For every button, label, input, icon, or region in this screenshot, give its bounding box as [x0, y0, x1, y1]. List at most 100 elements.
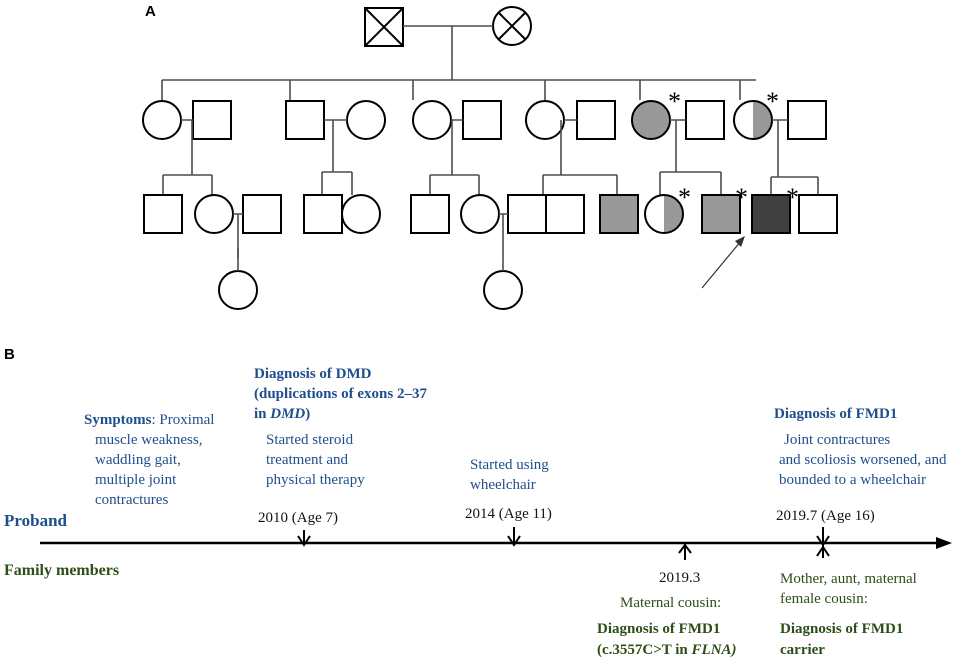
gen3-male: [143, 194, 183, 234]
gen2-male: [685, 100, 725, 140]
couple-6-line: [772, 119, 788, 155]
panel-b-label: B: [4, 346, 15, 363]
gen2-male: [787, 100, 827, 140]
row-label-proband: Proband: [4, 511, 68, 530]
asterisk: *: [786, 183, 799, 212]
asterisk: *: [668, 87, 681, 116]
cousin-line: Maternal cousin:: [620, 595, 721, 611]
gen3-carrier-female-cousin: [644, 194, 684, 234]
fmd-title: Diagnosis of FMD1: [774, 406, 897, 422]
timeline: Proband Family members Symptoms: Proxima…: [4, 366, 952, 658]
family-dx-line: carrier: [780, 642, 825, 658]
cousin-block: 2019.3 Maternal cousin: Diagnosis of FMD…: [597, 570, 737, 658]
panel-a-label: A: [145, 3, 156, 20]
wheelchair-block: Started using wheelchair 2014 (Age 11): [465, 457, 552, 522]
couple-1-line: [181, 119, 193, 150]
gen2-male: [462, 100, 502, 140]
couple-8-line: [499, 213, 508, 255]
gen1-marriage-line: [403, 25, 493, 62]
gen3-affected-male-cousin: [701, 194, 741, 234]
gen2-female: [412, 100, 452, 140]
wheelchair-line: Started using: [470, 457, 549, 473]
date-2014: 2014 (Age 11): [465, 506, 552, 522]
sibship-1: [162, 150, 213, 195]
sibship-5: [659, 155, 722, 195]
couple-2-line: [324, 119, 347, 150]
family-line: female cousin:: [780, 591, 868, 607]
dmd-paren: ): [305, 406, 310, 422]
proband-symbol: [751, 194, 791, 234]
tick-2019-7: [816, 527, 830, 558]
gen2-carrier-female-mother: [631, 100, 671, 140]
couple-4-line: [560, 119, 577, 150]
gen3-male: [507, 194, 547, 234]
family-block: Mother, aunt, maternal female cousin: Di…: [780, 571, 917, 658]
svg-text:(c.3557C>T in FLNA): (c.3557C>T in FLNA): [597, 642, 737, 658]
asterisk: *: [735, 183, 748, 212]
fmd-line: bounded to a wheelchair: [779, 472, 926, 488]
pedigree: * *: [142, 6, 838, 310]
gen2-male: [576, 100, 616, 140]
deceased-mark: [497, 11, 527, 41]
asterisk: *: [678, 183, 691, 212]
gen3-female: [194, 194, 234, 234]
tick-2010: [297, 530, 311, 547]
asterisk: *: [766, 87, 779, 116]
gen3-female: [460, 194, 500, 234]
fmd-line: and scoliosis worsened, and: [779, 452, 947, 468]
sibship-6: [770, 155, 819, 195]
fmd-line: Joint contractures: [784, 432, 890, 448]
gen3-male: [242, 194, 282, 234]
gen2-sibship-line: [161, 79, 756, 100]
gen2-male: [192, 100, 232, 140]
dmd-title-line: in: [254, 406, 270, 422]
steroid-line: treatment and: [266, 452, 349, 468]
gen3-male: [545, 194, 585, 234]
symptoms-line: muscle weakness,: [95, 432, 202, 448]
dmd-gene: DMD: [269, 406, 305, 422]
tick-2014: [507, 527, 521, 547]
dmd-title-line: Diagnosis of DMD: [254, 366, 372, 382]
gen2-carrier-female-aunt: [733, 100, 773, 140]
sibship-4: [542, 150, 618, 195]
date-2019-3: 2019.3: [659, 570, 700, 586]
gen2-male: [285, 100, 325, 140]
wheelchair-line: wheelchair: [470, 477, 536, 493]
fmd-diagnosis-block: Diagnosis of FMD1 Joint contractures and…: [774, 406, 947, 524]
symptoms-title: Symptoms: [84, 412, 152, 428]
gen2-female: [142, 100, 182, 140]
sibship-2: [321, 150, 353, 195]
gen3-affected-male: [599, 194, 639, 234]
proband-arrow: [701, 236, 745, 289]
symptoms-line: multiple joint: [95, 472, 177, 488]
date-2019-7: 2019.7 (Age 16): [776, 508, 875, 524]
sibship-3: [429, 150, 480, 195]
gen2-female: [525, 100, 565, 140]
symptoms-line: : Proximal: [152, 412, 215, 428]
tick-2019-3: [678, 543, 692, 560]
gen4-female: [218, 270, 258, 310]
cousin-dx-line: Diagnosis of FMD1: [597, 621, 720, 637]
symptoms-line: waddling gait,: [95, 452, 181, 468]
family-dx-line: Diagnosis of FMD1: [780, 621, 903, 637]
symptoms-line: contractures: [95, 492, 168, 508]
dmd-diagnosis-block: Diagnosis of DMD (duplications of exons …: [254, 366, 427, 526]
date-2010: 2010 (Age 7): [258, 510, 338, 526]
family-line: Mother, aunt, maternal: [780, 571, 917, 587]
symptoms-block: Symptoms: Proximal muscle weakness, wadd…: [84, 412, 214, 508]
deceased-mark: [364, 7, 404, 47]
timeline-arrowhead: [936, 537, 952, 549]
steroid-line: physical therapy: [266, 472, 365, 488]
gen3-male: [410, 194, 450, 234]
cousin-dx-line: (c.3557C>T in: [597, 642, 692, 658]
cousin-gene: FLNA): [691, 642, 737, 658]
svg-text:in DMD): in DMD): [254, 406, 310, 422]
couple-5-line: [670, 119, 686, 155]
gen4-female: [483, 270, 523, 310]
gen3-male: [798, 194, 838, 234]
steroid-line: Started steroid: [266, 432, 354, 448]
gen3-female: [341, 194, 381, 234]
row-label-family: Family members: [4, 562, 119, 579]
gen2-female: [346, 100, 386, 140]
